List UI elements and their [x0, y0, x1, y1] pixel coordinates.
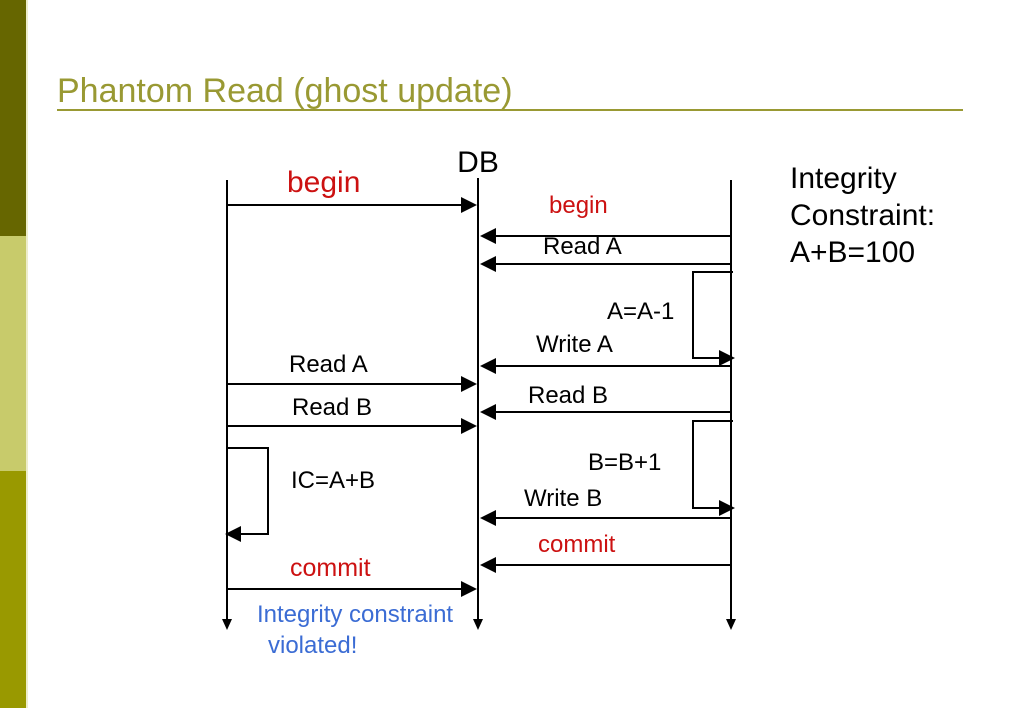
- page-title: Phantom Read (ghost update): [57, 72, 513, 110]
- arrow-right-icon: [461, 197, 477, 213]
- a-assign-self-loop: [692, 271, 735, 366]
- loop-return-line: [694, 350, 735, 366]
- begin-right-arrow: [480, 228, 730, 244]
- commit-right-arrow: [480, 557, 730, 573]
- violation-note: Integrity constraint violated!: [257, 599, 453, 661]
- arrow-left-icon: [480, 404, 496, 420]
- arrow-right-icon: [719, 500, 735, 516]
- read-a-left-label: Read A: [289, 351, 368, 378]
- integrity-constraint-note: Integrity Constraint: A+B=100: [790, 160, 935, 271]
- write-b-arrow: [480, 510, 730, 526]
- sidebar-segment-medium: [0, 471, 28, 708]
- read-a-left-arrow: [227, 376, 477, 392]
- right-lifeline: [730, 180, 732, 620]
- begin-left-arrow: [227, 197, 477, 213]
- a-assign-label: A=A-1: [607, 298, 675, 325]
- db-lifeline-end-arrow-icon: [473, 619, 483, 630]
- write-b-label: Write B: [524, 485, 603, 512]
- write-a-label: Write A: [536, 331, 613, 358]
- read-a-right-label: Read A: [543, 233, 622, 260]
- arrow-left-icon: [225, 526, 241, 542]
- arrow-right-icon: [461, 581, 477, 597]
- note-line: Integrity: [790, 162, 897, 195]
- arrow-left-icon: [480, 256, 496, 272]
- read-b-left-arrow: [227, 418, 477, 434]
- sidebar-segment-light: [0, 236, 28, 471]
- read-b-left-label: Read B: [292, 394, 373, 421]
- db-lifeline-label: DB: [457, 146, 499, 179]
- arrow-left-icon: [480, 557, 496, 573]
- commit-left-arrow: [227, 581, 477, 597]
- sidebar-segment-dark: [0, 0, 28, 236]
- begin-left-label: begin: [287, 166, 361, 199]
- write-a-arrow: [480, 358, 730, 374]
- begin-right-label: begin: [549, 192, 608, 219]
- violation-line: violated!: [268, 632, 358, 659]
- read-a-right-arrow: [480, 256, 730, 272]
- violation-line: Integrity constraint: [257, 601, 454, 628]
- right-lifeline-end-arrow-icon: [726, 619, 736, 630]
- arrow-left-icon: [480, 510, 496, 526]
- arrow-left-icon: [480, 358, 496, 374]
- arrow-left-icon: [480, 228, 496, 244]
- note-line: A+B=100: [790, 236, 916, 269]
- commit-right-label: commit: [538, 531, 616, 558]
- left-lifeline: [226, 180, 228, 620]
- left-lifeline-end-arrow-icon: [222, 619, 232, 630]
- db-lifeline: [477, 178, 479, 620]
- arrow-right-icon: [461, 376, 477, 392]
- loop-return-line: [225, 526, 267, 542]
- note-line: Constraint:: [790, 199, 936, 232]
- commit-left-label: commit: [290, 554, 371, 582]
- read-b-right-arrow: [480, 404, 730, 420]
- arrow-right-icon: [461, 418, 477, 434]
- b-assign-self-loop: [692, 420, 735, 516]
- ic-assign-self-loop: [225, 447, 269, 542]
- b-assign-label: B=B+1: [588, 449, 662, 476]
- arrow-right-icon: [719, 350, 735, 366]
- sidebar-decoration: [0, 0, 28, 708]
- loop-return-line: [694, 500, 735, 516]
- title-underline: [57, 109, 963, 111]
- ic-assign-label: IC=A+B: [291, 467, 376, 494]
- read-b-right-label: Read B: [528, 382, 609, 409]
